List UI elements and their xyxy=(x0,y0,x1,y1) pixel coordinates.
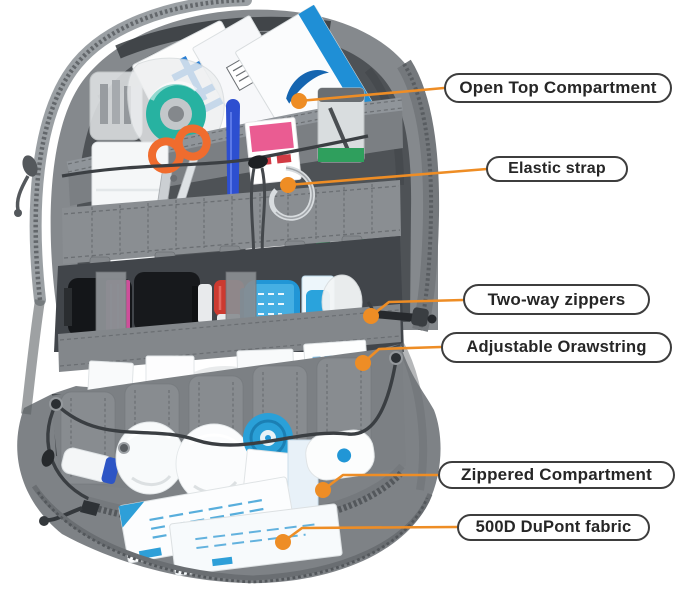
cord-lock xyxy=(41,449,55,467)
bottom-edge-zipper xyxy=(31,484,433,584)
grommet-right xyxy=(389,351,403,365)
callout-dot xyxy=(315,482,331,498)
callout-dot xyxy=(275,534,291,550)
callout-label-zippered-compartment: Zippered Compartment xyxy=(438,461,675,489)
callout-label-adjustable-drawstring: Adjustable Orawstring xyxy=(441,332,672,363)
zip-packet-2 xyxy=(169,503,343,576)
lid-zipper-slider xyxy=(22,155,38,177)
gauze-roll-3 xyxy=(305,429,375,481)
callout-dots xyxy=(275,93,379,550)
zippered-compartment xyxy=(39,463,405,576)
two-way-zipper-pull xyxy=(366,301,437,327)
zipper-slider xyxy=(80,500,100,516)
callout-dot xyxy=(363,308,379,324)
callout-dot xyxy=(280,177,296,193)
leader-line-elastic-strap xyxy=(286,167,489,187)
callout-label-elastic-strap: Elastic strap xyxy=(486,156,628,182)
lid-zipper-teeth xyxy=(33,0,247,301)
callout-dot xyxy=(291,93,307,109)
grommet-left xyxy=(49,397,63,411)
bottle-rail xyxy=(58,304,401,372)
bottle-row xyxy=(58,271,401,372)
drawstring-cord xyxy=(41,351,403,504)
callout-label-two-way-zippers: Two-way zippers xyxy=(463,284,650,315)
black-bottle xyxy=(134,272,212,332)
callout-label-500d-dupont-fabric: 500D DuPont fabric xyxy=(457,514,650,541)
leader-line-open-top xyxy=(297,86,446,103)
leader-line-zip-compartment xyxy=(321,473,440,492)
callout-dot xyxy=(355,355,371,371)
cord-toggle xyxy=(248,155,268,169)
white-tube xyxy=(61,447,120,485)
callout-label-open-top-compartment: Open Top Compartment xyxy=(444,73,672,103)
